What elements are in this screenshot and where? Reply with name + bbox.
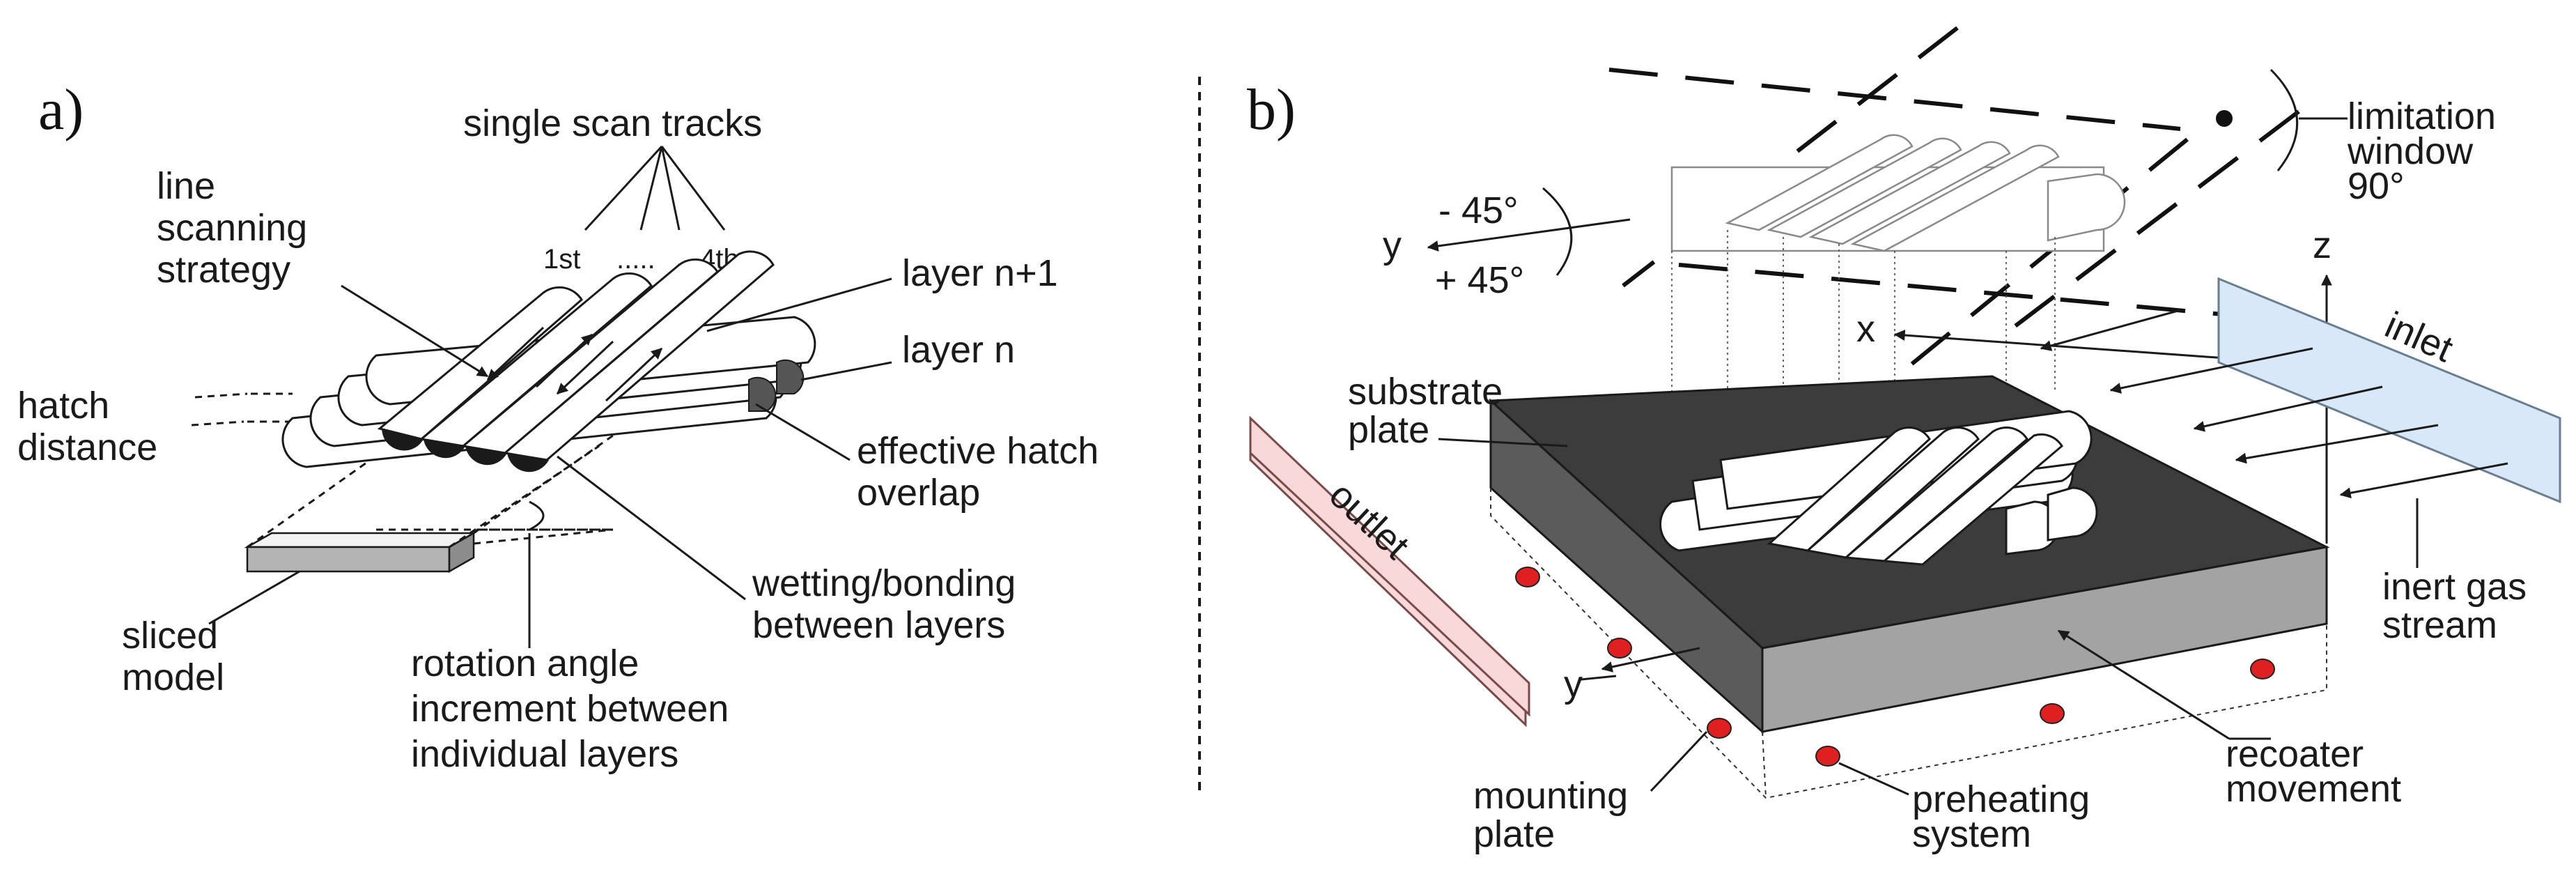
model-line1: sliced [122,615,218,656]
strategy-line2: scanning [157,207,307,249]
panel-b: b) limitation window 90° y - 45° + [1247,26,2561,855]
overlap-leader [755,403,851,461]
limitation-origin-dot [2216,110,2233,127]
strategy-line1: line [157,165,215,207]
rotation-arc [529,500,545,531]
scan-direction-arrows [486,326,663,402]
mounting-leader [1650,730,1708,792]
panel-a: a) single scan tracks 1st ..... 4th [17,77,1099,775]
mounting-line2: plate [1473,813,1555,855]
limitation-line2: window [2347,130,2474,172]
gas-line2: stream [2382,604,2497,646]
substrate-line1: substrate [1348,371,1503,413]
layer-n1-label: layer n+1 [902,252,1058,294]
hatch-line2: distance [17,427,157,468]
hatch-line1: hatch [17,385,109,427]
upper-layer-ghost [1670,134,2126,252]
inlet-panel [2217,277,2561,504]
layer-n-label: layer n [902,329,1015,371]
overlap-line2: overlap [857,472,980,514]
angle-arc [1542,187,1573,276]
recoater-leader-arrow [2057,629,2230,740]
layer-n-leader [800,361,892,381]
gas-line1: inert gas [2382,566,2527,608]
rotation-line2: increment between [411,688,729,730]
plate-side-face [1761,546,2328,733]
scan-tracks-leaders [584,145,726,231]
track-dots-label: ..... [616,244,655,275]
wetting-line1: wetting/bonding [752,562,1016,604]
preheating-line2: system [1912,813,2031,855]
angle-pos-label: + 45° [1435,259,1524,301]
axis-y-bottom-tick [1581,675,1617,681]
rotation-line3: individual layers [411,733,678,775]
substrate-line2: plate [1348,409,1429,451]
axis-y-bottom-label: y [1564,663,1583,705]
substrate-leader [1438,438,1568,447]
preheating-line1: preheating [1912,778,2090,820]
gas-flow-arrows [2040,309,2508,499]
layer-n1-tracks [377,250,775,472]
strategy-leader [341,284,489,378]
panel-b-label: b) [1247,77,1296,142]
plate-tracks [1659,410,2098,566]
track-first-label: 1st [543,244,580,275]
wetting-line2: between layers [752,604,1005,646]
limitation-line3: 90° [2348,165,2405,207]
axis-y-bottom-arrow [1601,647,1700,673]
mounting-line1: mounting [1473,775,1628,817]
model-line2: model [122,656,224,698]
limitation-line1: limitation [2348,95,2496,137]
scan-tracks-title: single scan tracks [463,102,762,144]
preheating-leader [1838,762,1909,796]
overlap-line1: effective hatch [857,430,1099,472]
strategy-line3: strategy [157,249,290,291]
mounting-plate-edge [1762,731,1767,799]
axis-y-top-label: y [1383,224,1402,266]
axis-z-label: z [2313,224,2331,266]
angle-neg-label: - 45° [1438,190,1519,231]
outlet-panel [1249,415,1530,717]
projection-lines [247,434,614,548]
mounting-plate-outline [1490,488,2327,799]
hatch-dash-lines [191,392,293,427]
model-leader [208,570,300,625]
limitation-angle-arc [2269,68,2299,171]
rotation-line1: rotation angle [411,643,639,684]
recoater-line1: recoater [2226,733,2364,775]
sliced-model-plate [244,531,477,574]
wetting-leader [557,455,746,601]
panel-a-label: a) [38,77,84,142]
layer-n1-leader [706,277,892,332]
axis-y-top-arrow [1427,218,1631,252]
preheating-dots [1515,567,2275,767]
recoater-line2: movement [2226,768,2401,810]
axis-x-label: x [1856,308,1875,350]
